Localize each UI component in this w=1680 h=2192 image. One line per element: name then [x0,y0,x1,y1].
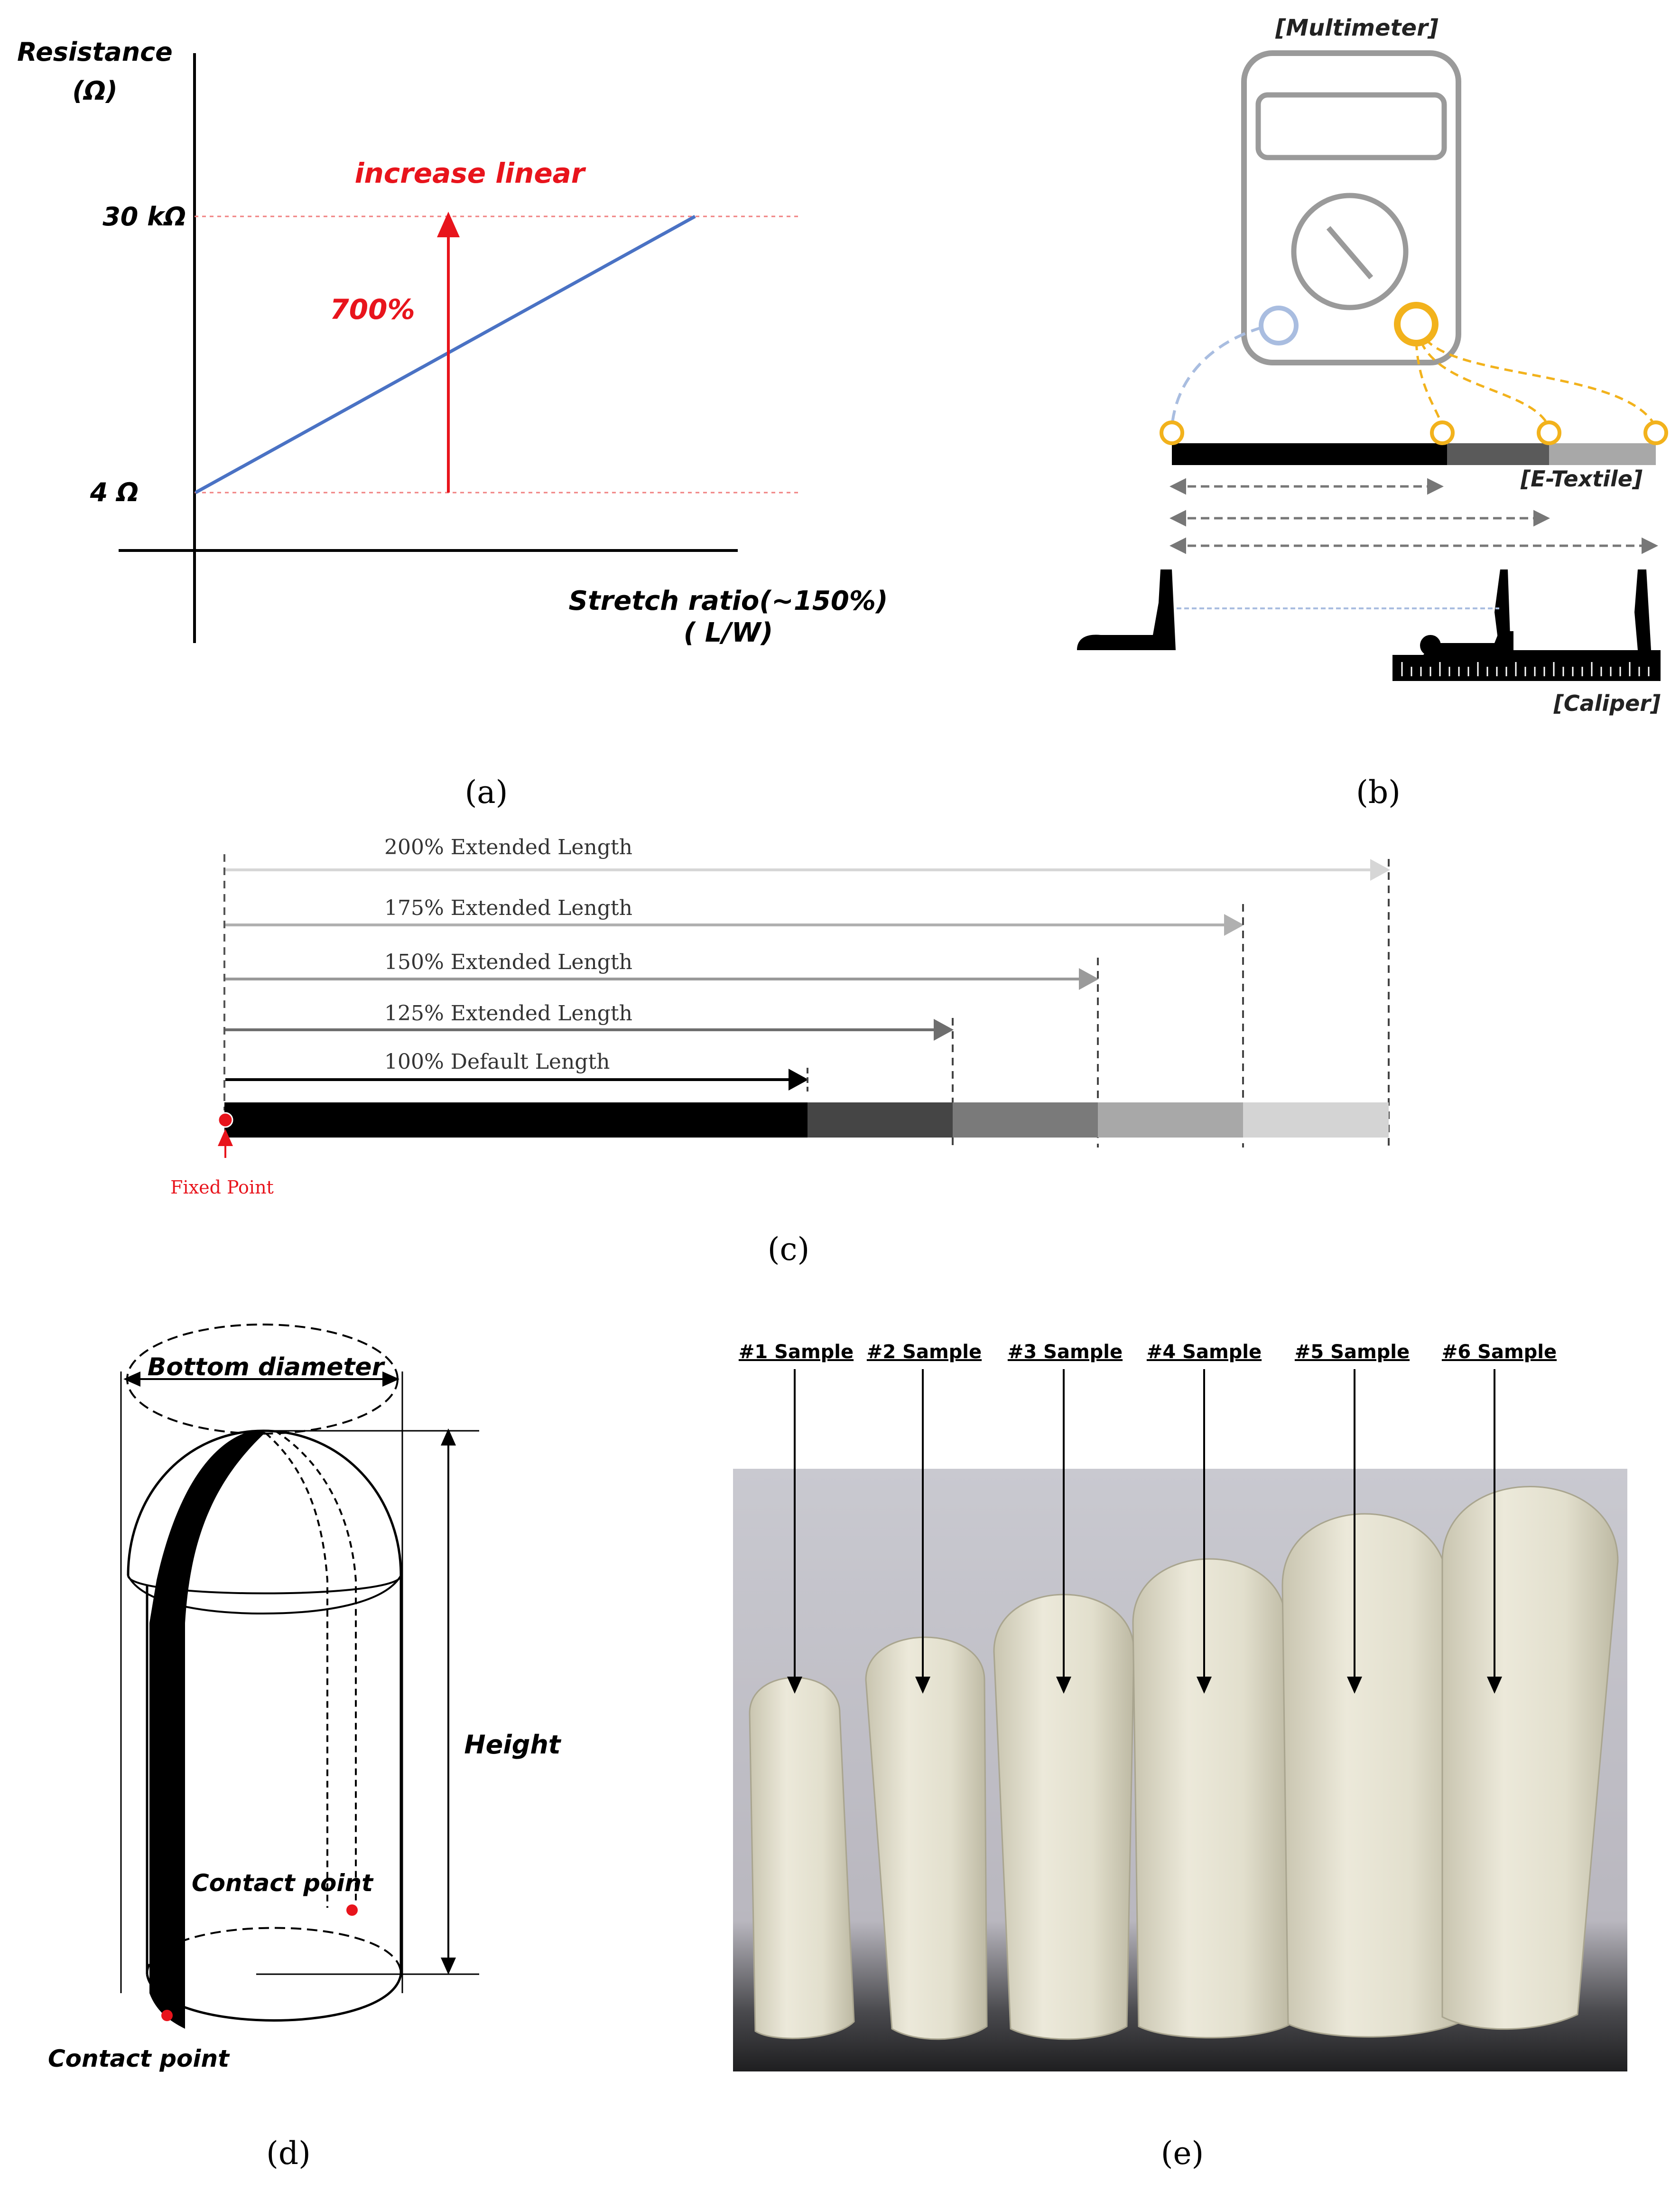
sample-6-tube [1441,1486,1619,2030]
bottom-ellipse-back [146,1927,402,1975]
label-150: 150% Extended Length [384,950,632,974]
panel-label-c: (c) [768,1231,809,1268]
sample-3-tube [993,1594,1135,2040]
panel-label-b: (b) [1356,774,1401,811]
probe-port-left [1259,306,1299,345]
x-axis-title-line1: Stretch ratio(~150%) [569,586,888,616]
etextile-segment-1 [1172,443,1447,465]
textile-segment-200 [1243,1102,1389,1138]
arrow-150-head [1079,968,1099,990]
caliper-label: [Caliper] [1553,690,1661,716]
clip-2 [1430,420,1455,445]
x-axis-title-line2: ( L/W) [684,617,773,648]
multimeter-icon [1241,50,1461,365]
panel-b-setup: [Multimeter] [E-Textile] [1077,15,1668,716]
label-125: 125% Extended Length [384,1001,632,1026]
etextile-hidden-edge-1 [265,1432,328,1908]
panel-d-diagram: Bottom diameter Height Contact point Con… [48,1324,562,2072]
contact-point-lower-label: Contact point [48,2045,230,2072]
arrow-100-head [789,1069,808,1091]
label-200: 200% Extended Length [384,835,632,859]
textile-segment-175 [1098,1102,1243,1138]
dome-base-back [127,1575,402,1595]
textile-segment-100 [224,1102,808,1138]
sample-label-1: #1 Sample [739,1341,854,1363]
sample-label-3: #3 Sample [1008,1341,1123,1363]
contact-point-lower-dot [161,2010,173,2021]
panel-c-diagram: 200% Extended Length 175% Extended Lengt… [170,835,1390,1198]
etextile-strip [149,1431,266,2029]
label-175: 175% Extended Length [384,896,632,920]
sample-label-2: #2 Sample [867,1341,982,1363]
sample-1-tube [749,1677,855,2039]
sample-label-5: #5 Sample [1295,1341,1410,1363]
panel-a-chart: Resistance (Ω) 30 kΩ 4 Ω increase linear… [17,37,888,648]
bottom-diameter-label: Bottom diameter [148,1353,386,1381]
etextile-label: [E-Textile] [1520,466,1643,492]
arrow-125-head [934,1019,954,1041]
tick-label-low: 4 Ω [90,477,139,507]
sample-label-6: #6 Sample [1442,1341,1557,1363]
sample-2-tube [865,1636,988,2040]
etextile-segment-3 [1549,443,1656,465]
multimeter-label: [Multimeter] [1275,15,1438,41]
arrow-175-head [1224,914,1244,936]
sample-4-tube [1132,1558,1291,2039]
bottom-ellipse-front [146,1974,402,2022]
panel-label-d: (d) [266,2135,311,2172]
y-axis-title-line1: Resistance [17,37,173,67]
clip-3 [1537,420,1561,445]
probe-wire-right-2 [1420,341,1550,428]
probe-wire-left [1170,326,1262,428]
tick-label-high: 30 kΩ [102,202,186,232]
y-axis-title-line2: (Ω) [72,76,117,106]
label-100: 100% Default Length [384,1050,610,1074]
annotation-percent: 700% [330,293,415,326]
contact-point-upper-label: Contact point [192,1869,374,1897]
cylinder-dome [127,1429,402,1576]
panel-e-photo: #1 Sample #2 Sample #3 Sample #4 Sample … [733,1341,1627,2071]
sample-label-4: #4 Sample [1147,1341,1262,1363]
arrow-200-head [1370,859,1390,881]
caliper-scale [1401,662,1650,676]
panel-label-e: (e) [1161,2135,1204,2172]
sample-5-tube [1281,1513,1467,2038]
annotation-title: increase linear [355,157,586,189]
fixed-point-marker [217,1112,233,1128]
caliper-icon [1077,569,1661,681]
probe-wire-right-1 [1415,341,1444,428]
contact-point-upper-dot [346,1904,358,1916]
clip-4 [1643,420,1668,445]
etextile-hidden-edge-2 [274,1430,357,1903]
etextile-segment-2 [1447,443,1549,465]
panel-label-a: (a) [465,774,508,811]
textile-segment-125 [808,1102,953,1138]
clip-1 [1160,420,1184,445]
height-label: Height [464,1730,561,1760]
resistance-trend-line [195,215,696,494]
probe-port-right [1394,302,1439,346]
textile-segment-150 [953,1102,1098,1138]
fixed-point-label: Fixed Point [170,1177,274,1198]
